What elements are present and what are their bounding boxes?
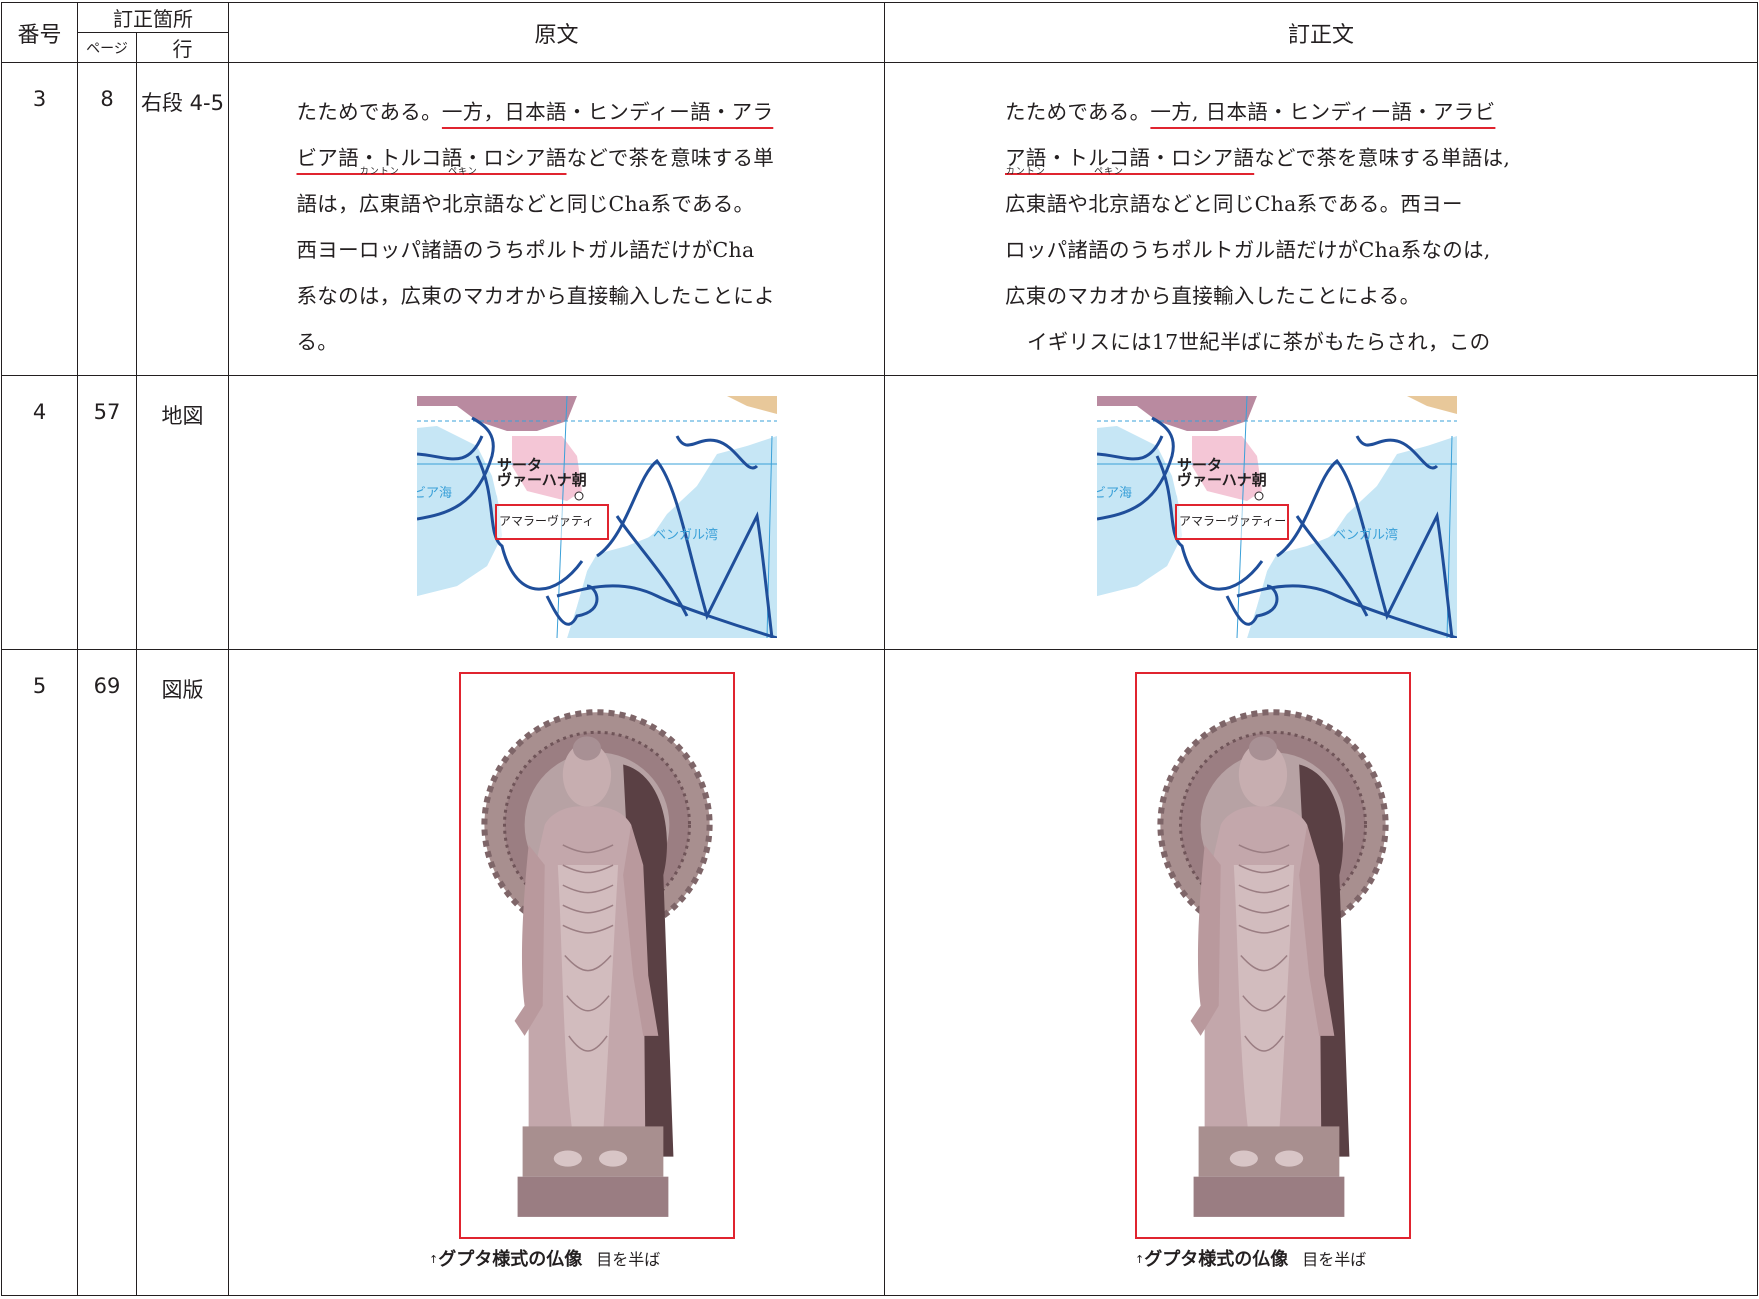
ruby-text: カントン — [1005, 167, 1046, 177]
corrected-map: サータ ヴァーハナ朝 ビア海 ベンガル湾 アマラーヴァティー — [1097, 396, 1457, 638]
row-line: 地図 — [136, 375, 229, 650]
corrected-map-cell: サータ ヴァーハナ朝 ビア海 ベンガル湾 アマラーヴァティー — [883, 375, 1759, 650]
caption-title: グプタ様式の仏像 — [438, 1249, 583, 1270]
underlined-text: ア語・トルコ語・ロシア語 — [1005, 146, 1255, 170]
row-page: 8 — [77, 62, 137, 376]
ruby-base: 広東 — [1005, 192, 1047, 216]
kingdom-label: サータ ヴァーハナ朝 — [497, 458, 587, 488]
caption-subtext: 目を半ば — [1302, 1250, 1367, 1269]
underlined-text: ビア語・トルコ語・ロシア語 — [296, 146, 567, 170]
underlined-text: 一方, 日本語・ヒンディー語・アラビ — [1150, 100, 1496, 124]
text-line: イギリスには17世紀半ばに茶がもたらされ，この — [1027, 330, 1491, 354]
kingdom-label-line-1: サータ — [1177, 456, 1223, 474]
text-segment: 語や — [1046, 192, 1089, 216]
ruby-base: 広東 — [358, 192, 401, 216]
buddha-statue-image — [1135, 672, 1411, 1239]
header-original: 原文 — [228, 2, 885, 63]
original-map-cell: サータ ヴァーハナ朝 ビア海 ベンガル湾 アマラーヴァティ — [228, 375, 885, 650]
sea-label-right: ベンガル湾 — [653, 528, 719, 543]
corrected-image-cell: ↑グプタ様式の仏像目を半ば — [883, 649, 1759, 1296]
header-page: ページ — [77, 32, 137, 63]
text-segment: 語は， — [296, 192, 359, 216]
image-caption: ↑グプタ様式の仏像目を半ば — [429, 1245, 884, 1271]
ruby-text: ペキン — [1094, 167, 1124, 177]
text-segment: などで茶を意味する単語は, — [1254, 146, 1511, 170]
text-segment: たためである。 — [296, 100, 442, 124]
header-corrected: 訂正文 — [883, 2, 1759, 63]
table-row: 3 8 右段 4-5 たためである。一方，日本語・ヒンディー語・アラ ビア語・ト… — [1, 62, 1759, 376]
row-line: 右段 4-5 — [136, 62, 229, 376]
header-line: 行 — [136, 32, 229, 63]
ruby-base: 北京 — [442, 192, 484, 216]
caption-subtext: 目を半ば — [596, 1250, 661, 1269]
row-page: 57 — [77, 375, 137, 650]
ruby-canton: カントン広東 — [1005, 167, 1047, 227]
sea-label-right: ベンガル湾 — [1333, 528, 1399, 543]
ruby-peking: ペキン北京 — [442, 167, 484, 227]
buddha-statue-image — [459, 672, 735, 1239]
row-page: 69 — [77, 649, 137, 1296]
kingdom-label-line-1: サータ — [497, 456, 543, 474]
row-number: 4 — [1, 375, 78, 650]
sea-label-left: ビア海 — [1097, 486, 1133, 501]
ruby-text: カントン — [359, 167, 400, 177]
kingdom-label-line-2: ヴァーハナ朝 — [497, 471, 587, 489]
caption-title: グプタ様式の仏像 — [1144, 1249, 1289, 1270]
kingdom-label: サータ ヴァーハナ朝 — [1177, 458, 1267, 488]
table-row: 4 57 地図 サータ ヴァーハナ朝 ビア海 ベンガル湾 アマラーヴァティ サー… — [1, 375, 1759, 650]
row-number: 3 — [1, 62, 78, 376]
row-number: 5 — [1, 649, 78, 1296]
text-segment: などで茶を意味する単 — [566, 146, 775, 170]
text-segment: 語や — [400, 192, 443, 216]
arrow-up-icon: ↑ — [429, 1253, 439, 1266]
original-text: たためである。一方，日本語・ヒンディー語・アラ ビア語・トルコ語・ロシア語などで… — [228, 62, 885, 376]
original-image-cell: ↑グプタ様式の仏像目を半ば — [228, 649, 885, 1296]
kingdom-label-line-2: ヴァーハナ朝 — [1177, 471, 1267, 489]
header-number: 番号 — [1, 2, 78, 63]
ruby-canton: カントン広東 — [358, 167, 401, 227]
text-line: る。 — [296, 330, 339, 354]
text-line: ロッパ諸語のうちポルトガル語だけがCha系なのは, — [1005, 238, 1491, 262]
text-line: 系なのは，広東のマカオから直接輸入したことによ — [296, 284, 775, 308]
underlined-text: 一方，日本語・ヒンディー語・アラ — [441, 100, 774, 124]
row-line: 図版 — [136, 649, 229, 1296]
ruby-base: 北京 — [1088, 192, 1130, 216]
ruby-peking: ペキン北京 — [1088, 167, 1130, 227]
correction-highlight-box: アマラーヴァティー — [1175, 504, 1289, 540]
corrected-text: たためである。一方, 日本語・ヒンディー語・アラビ ア語・トルコ語・ロシア語など… — [883, 62, 1759, 376]
arrow-up-icon: ↑ — [1135, 1253, 1145, 1266]
text-segment: 語などと同じCha系である。西ヨー — [1129, 192, 1463, 216]
ruby-text: ペキン — [448, 167, 478, 177]
table-row: 5 69 図版 ↑グプタ様式の仏像目を半ば ↑グプタ様式の仏像目を半ば — [1, 649, 1759, 1296]
text-segment: たためである。 — [1005, 100, 1151, 124]
correction-highlight-box: アマラーヴァティ — [495, 504, 609, 540]
image-caption: ↑グプタ様式の仏像目を半ば — [1135, 1245, 1757, 1271]
text-segment: 語などと同じCha系である。 — [483, 192, 755, 216]
text-line: 広東のマカオから直接輸入したことによる。 — [1005, 284, 1421, 308]
sea-label-left: ビア海 — [417, 486, 453, 501]
original-map: サータ ヴァーハナ朝 ビア海 ベンガル湾 アマラーヴァティ — [417, 396, 777, 638]
text-line: 西ヨーロッパ諸語のうちポルトガル語だけがCha — [296, 238, 755, 262]
header-location: 訂正箇所 — [77, 2, 229, 33]
